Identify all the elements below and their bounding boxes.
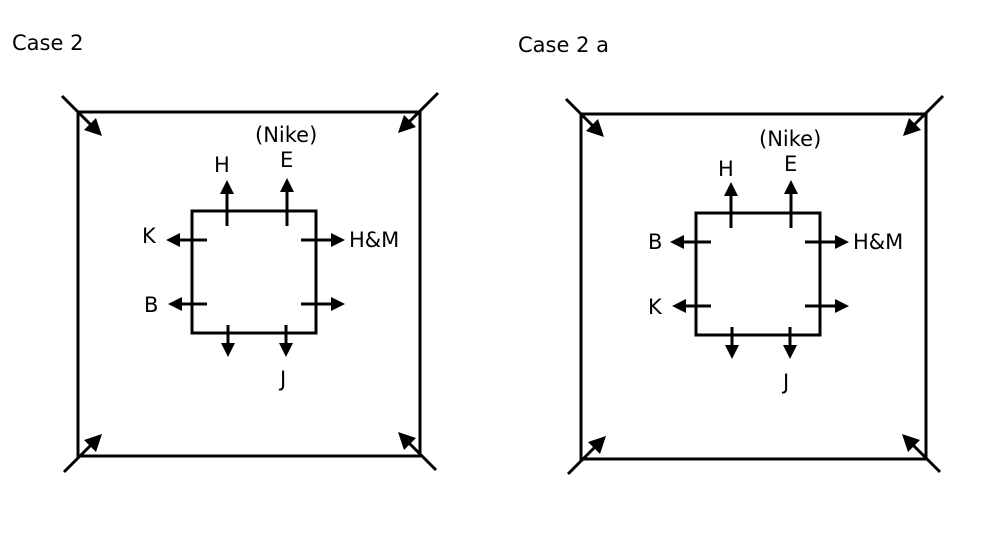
corner-arrow-bottom-right	[398, 432, 438, 472]
outer-frame	[76, 110, 422, 458]
arrow-left-upper	[166, 233, 207, 247]
inner-box	[190, 209, 318, 335]
arrow-down-left	[725, 327, 739, 359]
outer-frame	[579, 112, 928, 461]
corner-arrow-top-left	[564, 97, 604, 137]
corner-arrow-bottom-left	[62, 434, 102, 474]
arrow-down-right	[783, 327, 797, 359]
arrow-left-lower	[672, 299, 711, 313]
arrow-down-right	[279, 325, 293, 357]
label-nike: (Nike)	[759, 127, 821, 151]
label-top-left: H	[214, 153, 230, 177]
inner-box	[694, 211, 822, 337]
arrow-left-upper	[670, 235, 711, 249]
label-top-right: E	[784, 152, 797, 176]
arrow-up-left	[724, 182, 738, 228]
corner-arrow-bottom-left	[566, 436, 606, 476]
corner-arrow-top-right	[903, 94, 945, 136]
label-left-upper: K	[142, 224, 157, 248]
corner-arrow-bottom-right	[902, 434, 942, 474]
arrow-right-upper	[805, 235, 849, 249]
arrow-right-upper	[301, 233, 345, 247]
diagram-case-2a: Case 2 a	[518, 33, 945, 476]
label-bottom-right: J	[781, 370, 789, 394]
arrow-up-right	[280, 178, 294, 226]
label-top-left: H	[718, 157, 734, 181]
diagram-case-2: Case 2	[12, 31, 440, 474]
arrow-left-lower	[168, 297, 207, 311]
label-bottom-right: J	[278, 367, 286, 391]
arrow-right-lower	[301, 297, 345, 311]
arrow-up-right	[784, 180, 798, 228]
label-left-lower: K	[648, 295, 663, 319]
label-left-lower: B	[144, 293, 158, 317]
label-top-right: E	[280, 148, 293, 172]
label-left-upper: B	[648, 230, 662, 254]
corner-arrow-top-right	[398, 91, 440, 133]
caption-case-2a: Case 2 a	[518, 33, 609, 57]
caption-case-2: Case 2	[12, 31, 83, 55]
label-nike: (Nike)	[255, 123, 317, 147]
label-right-upper: H&M	[853, 230, 903, 254]
arrow-right-lower	[805, 299, 849, 313]
label-right-upper: H&M	[349, 228, 399, 252]
arrow-up-left	[220, 180, 234, 226]
corner-arrow-top-left	[60, 94, 102, 136]
arrow-down-left	[221, 325, 235, 357]
